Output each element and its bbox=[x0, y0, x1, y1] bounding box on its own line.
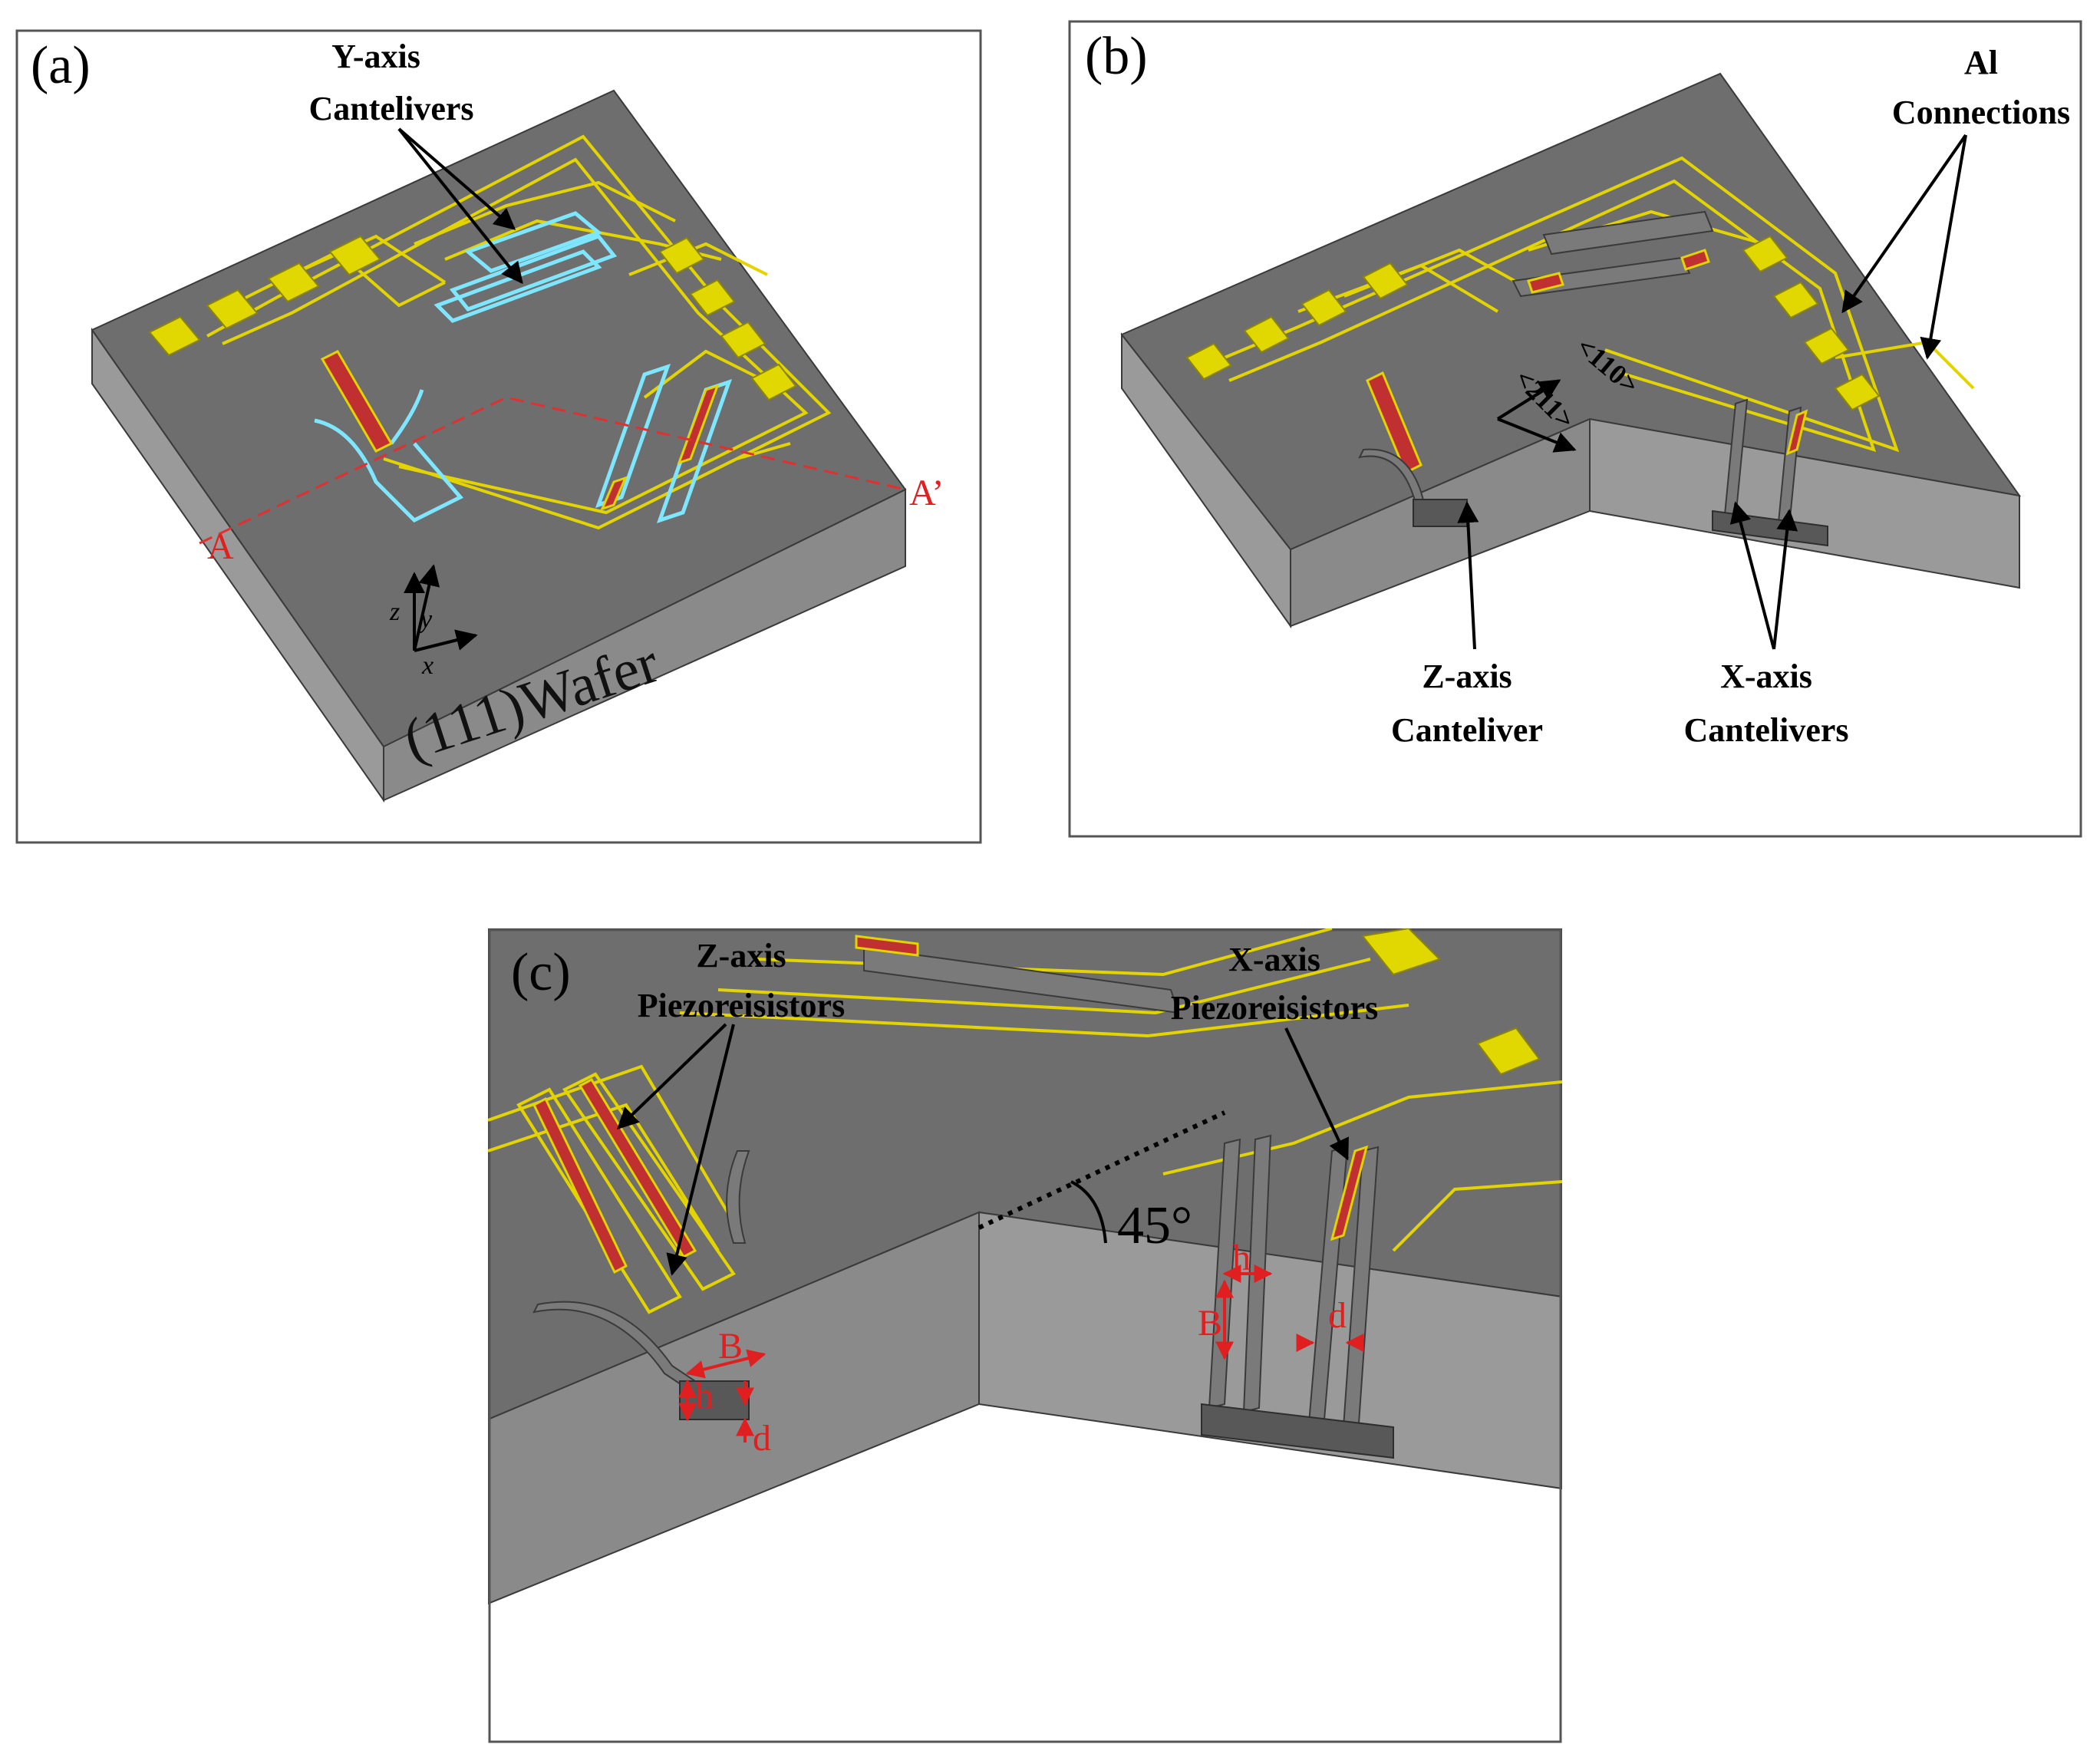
callout-zp-arrow-1 bbox=[616, 1023, 727, 1129]
callout-x-line2: Cantelivers bbox=[1683, 711, 1848, 749]
callout-zp-arrow-2 bbox=[666, 1024, 735, 1276]
angle-reference-line bbox=[977, 1110, 1226, 1230]
callout-z-arrow bbox=[1457, 501, 1479, 650]
y-axis-beams bbox=[855, 935, 1180, 1014]
callout-al-line2: Connections bbox=[1892, 94, 2070, 131]
callout-xp-arrow bbox=[1284, 1027, 1349, 1161]
callout-y-arrow-2 bbox=[397, 127, 523, 285]
section-a-prime-label: A’ bbox=[909, 473, 944, 513]
panel-a: A A’ Y-axis Cantelivers z y x (111)Wafer… bbox=[15, 29, 982, 844]
axis-x-label: x bbox=[421, 651, 434, 680]
x-axis-cantilevers bbox=[595, 364, 733, 523]
callout-y-arrow-1 bbox=[397, 127, 516, 230]
panel-c: 45° B h d h B d Z-axis Piezoreisistors X… bbox=[488, 928, 1562, 1743]
callout-y-axis-line1: Y-axis bbox=[331, 38, 420, 75]
panel-b-frame bbox=[1068, 20, 2082, 838]
angle-arc bbox=[1070, 1180, 1107, 1244]
x-dim-h: h bbox=[1232, 1238, 1251, 1278]
y-axis-beams bbox=[1512, 210, 1714, 298]
bond-pads bbox=[148, 235, 797, 401]
x-dim-d: d bbox=[1328, 1295, 1347, 1336]
callout-x-arrow-1 bbox=[1729, 501, 1775, 650]
wafer-top bbox=[91, 89, 907, 748]
panel-a-frame bbox=[15, 29, 982, 844]
panel-a-drawing: A A’ Y-axis Cantelivers z y x (111)Wafer… bbox=[15, 29, 982, 844]
angle-label: 45° bbox=[1117, 1196, 1192, 1255]
section-a-label: A bbox=[207, 526, 234, 567]
axis-z-label: z bbox=[389, 598, 400, 626]
x-dimensions: h B d bbox=[1198, 1238, 1364, 1360]
z-dim-d: d bbox=[753, 1418, 771, 1459]
z-axis-cantilever bbox=[516, 1072, 750, 1420]
panel-c-drawing: 45° B h d h B d Z-axis Piezoreisistors X… bbox=[488, 928, 1562, 1743]
z-dim-b: B bbox=[718, 1326, 743, 1367]
section-line bbox=[199, 396, 906, 545]
dir-110-arrow bbox=[1496, 379, 1561, 420]
callout-al-arrow-2 bbox=[1920, 134, 1967, 360]
panel-c-frame bbox=[488, 928, 1562, 1743]
callout-z-line1: Z-axis bbox=[1422, 658, 1512, 695]
panel-a-label: (a) bbox=[31, 36, 91, 95]
callout-x-line1: X-axis bbox=[1720, 658, 1812, 695]
callout-al-line1: Al bbox=[1964, 44, 1998, 81]
x-dim-b: B bbox=[1198, 1303, 1222, 1344]
panel-b: <110> <211> Al Connections Z-axis Cantel… bbox=[1068, 20, 2082, 841]
callout-x-arrow-2 bbox=[1772, 509, 1798, 650]
callout-al-arrow-1 bbox=[1841, 134, 1967, 314]
panel-c-label: (c) bbox=[511, 943, 571, 1002]
panel-b-drawing: <110> <211> Al Connections Z-axis Cantel… bbox=[1068, 20, 2082, 838]
callout-z-line2: Canteliver bbox=[1391, 711, 1543, 749]
z-dimensions: B h d bbox=[678, 1326, 771, 1459]
y-axis-cantilevers bbox=[434, 211, 618, 323]
callout-xp-line2: Piezoreisistors bbox=[1171, 989, 1378, 1027]
callout-zp-line1: Z-axis bbox=[696, 937, 786, 974]
panel-b-label: (b) bbox=[1085, 27, 1148, 86]
axis-y-label: y bbox=[418, 605, 433, 634]
bond-pads bbox=[1361, 928, 1541, 1076]
callout-xp-line1: X-axis bbox=[1228, 941, 1320, 978]
z-dim-h: h bbox=[695, 1376, 714, 1416]
z-axis-cantilever bbox=[314, 350, 463, 523]
bond-pads bbox=[1185, 235, 1881, 411]
dir-211-arrow bbox=[1497, 417, 1577, 453]
z-axis-cantilever bbox=[1358, 371, 1468, 527]
axis-triad: z y x bbox=[389, 564, 478, 680]
callout-y-axis-line2: Cantelivers bbox=[308, 90, 473, 127]
callout-zp-line2: Piezoreisistors bbox=[638, 987, 845, 1024]
